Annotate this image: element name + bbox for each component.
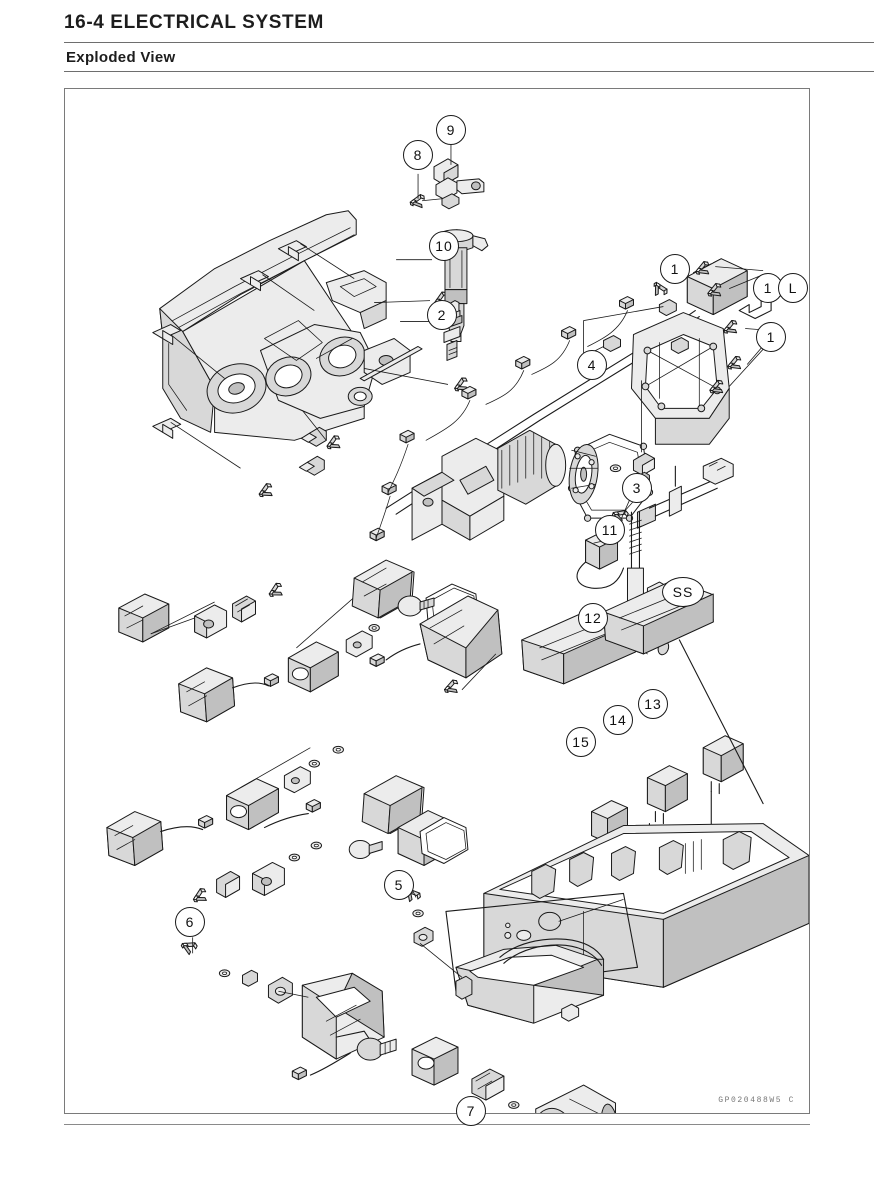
header-divider-bottom (64, 71, 874, 72)
tail-lamp-assembly (178, 937, 619, 1113)
headlight-housing-assembly (152, 210, 472, 501)
callout-10: 10 (429, 231, 459, 261)
alternator-cover-assembly (567, 257, 772, 522)
callout-3: 3 (622, 473, 652, 503)
callout-4: 4 (577, 350, 607, 380)
battery-tray-assembly (483, 579, 809, 990)
license-plate-lamp-bracket (402, 884, 639, 1024)
crankshaft-starter-clutch (411, 380, 655, 541)
callout-L: L (778, 273, 808, 303)
callout-11: 11 (595, 515, 625, 545)
exploded-view-drawing-frame: .ln { fill:none; stroke:#1a1a1a; stroke-… (64, 88, 810, 1114)
callout-5: 5 (384, 870, 414, 900)
callout-15: 15 (566, 727, 596, 757)
turn-signal-front-pair (118, 559, 503, 723)
crank-position-sensor (408, 136, 485, 210)
callout-2: 2 (427, 300, 457, 330)
callout-14: 14 (603, 705, 633, 735)
drawing-code: GP020488W5 C (718, 1096, 795, 1105)
page-footer-divider (64, 1124, 810, 1125)
callout-12: 12 (578, 603, 608, 633)
page-header: 16-4 ELECTRICAL SYSTEM Exploded View (64, 12, 874, 72)
callout-1a: 1 (660, 254, 690, 284)
callout-9: 9 (436, 115, 466, 145)
callout-7: 7 (456, 1096, 486, 1126)
exploded-view-illustration: .ln { fill:none; stroke:#1a1a1a; stroke-… (106, 136, 809, 1113)
turn-signal-rear-pair (106, 745, 469, 907)
page-title: 16-4 ELECTRICAL SYSTEM (64, 12, 324, 33)
callout-SS: SS (662, 577, 704, 607)
callout-13: 13 (638, 689, 668, 719)
header-divider-top (64, 42, 874, 43)
callout-6: 6 (175, 907, 205, 937)
section-title: Exploded View (66, 49, 176, 66)
callout-1c: 1 (756, 322, 786, 352)
callout-8: 8 (403, 140, 433, 170)
